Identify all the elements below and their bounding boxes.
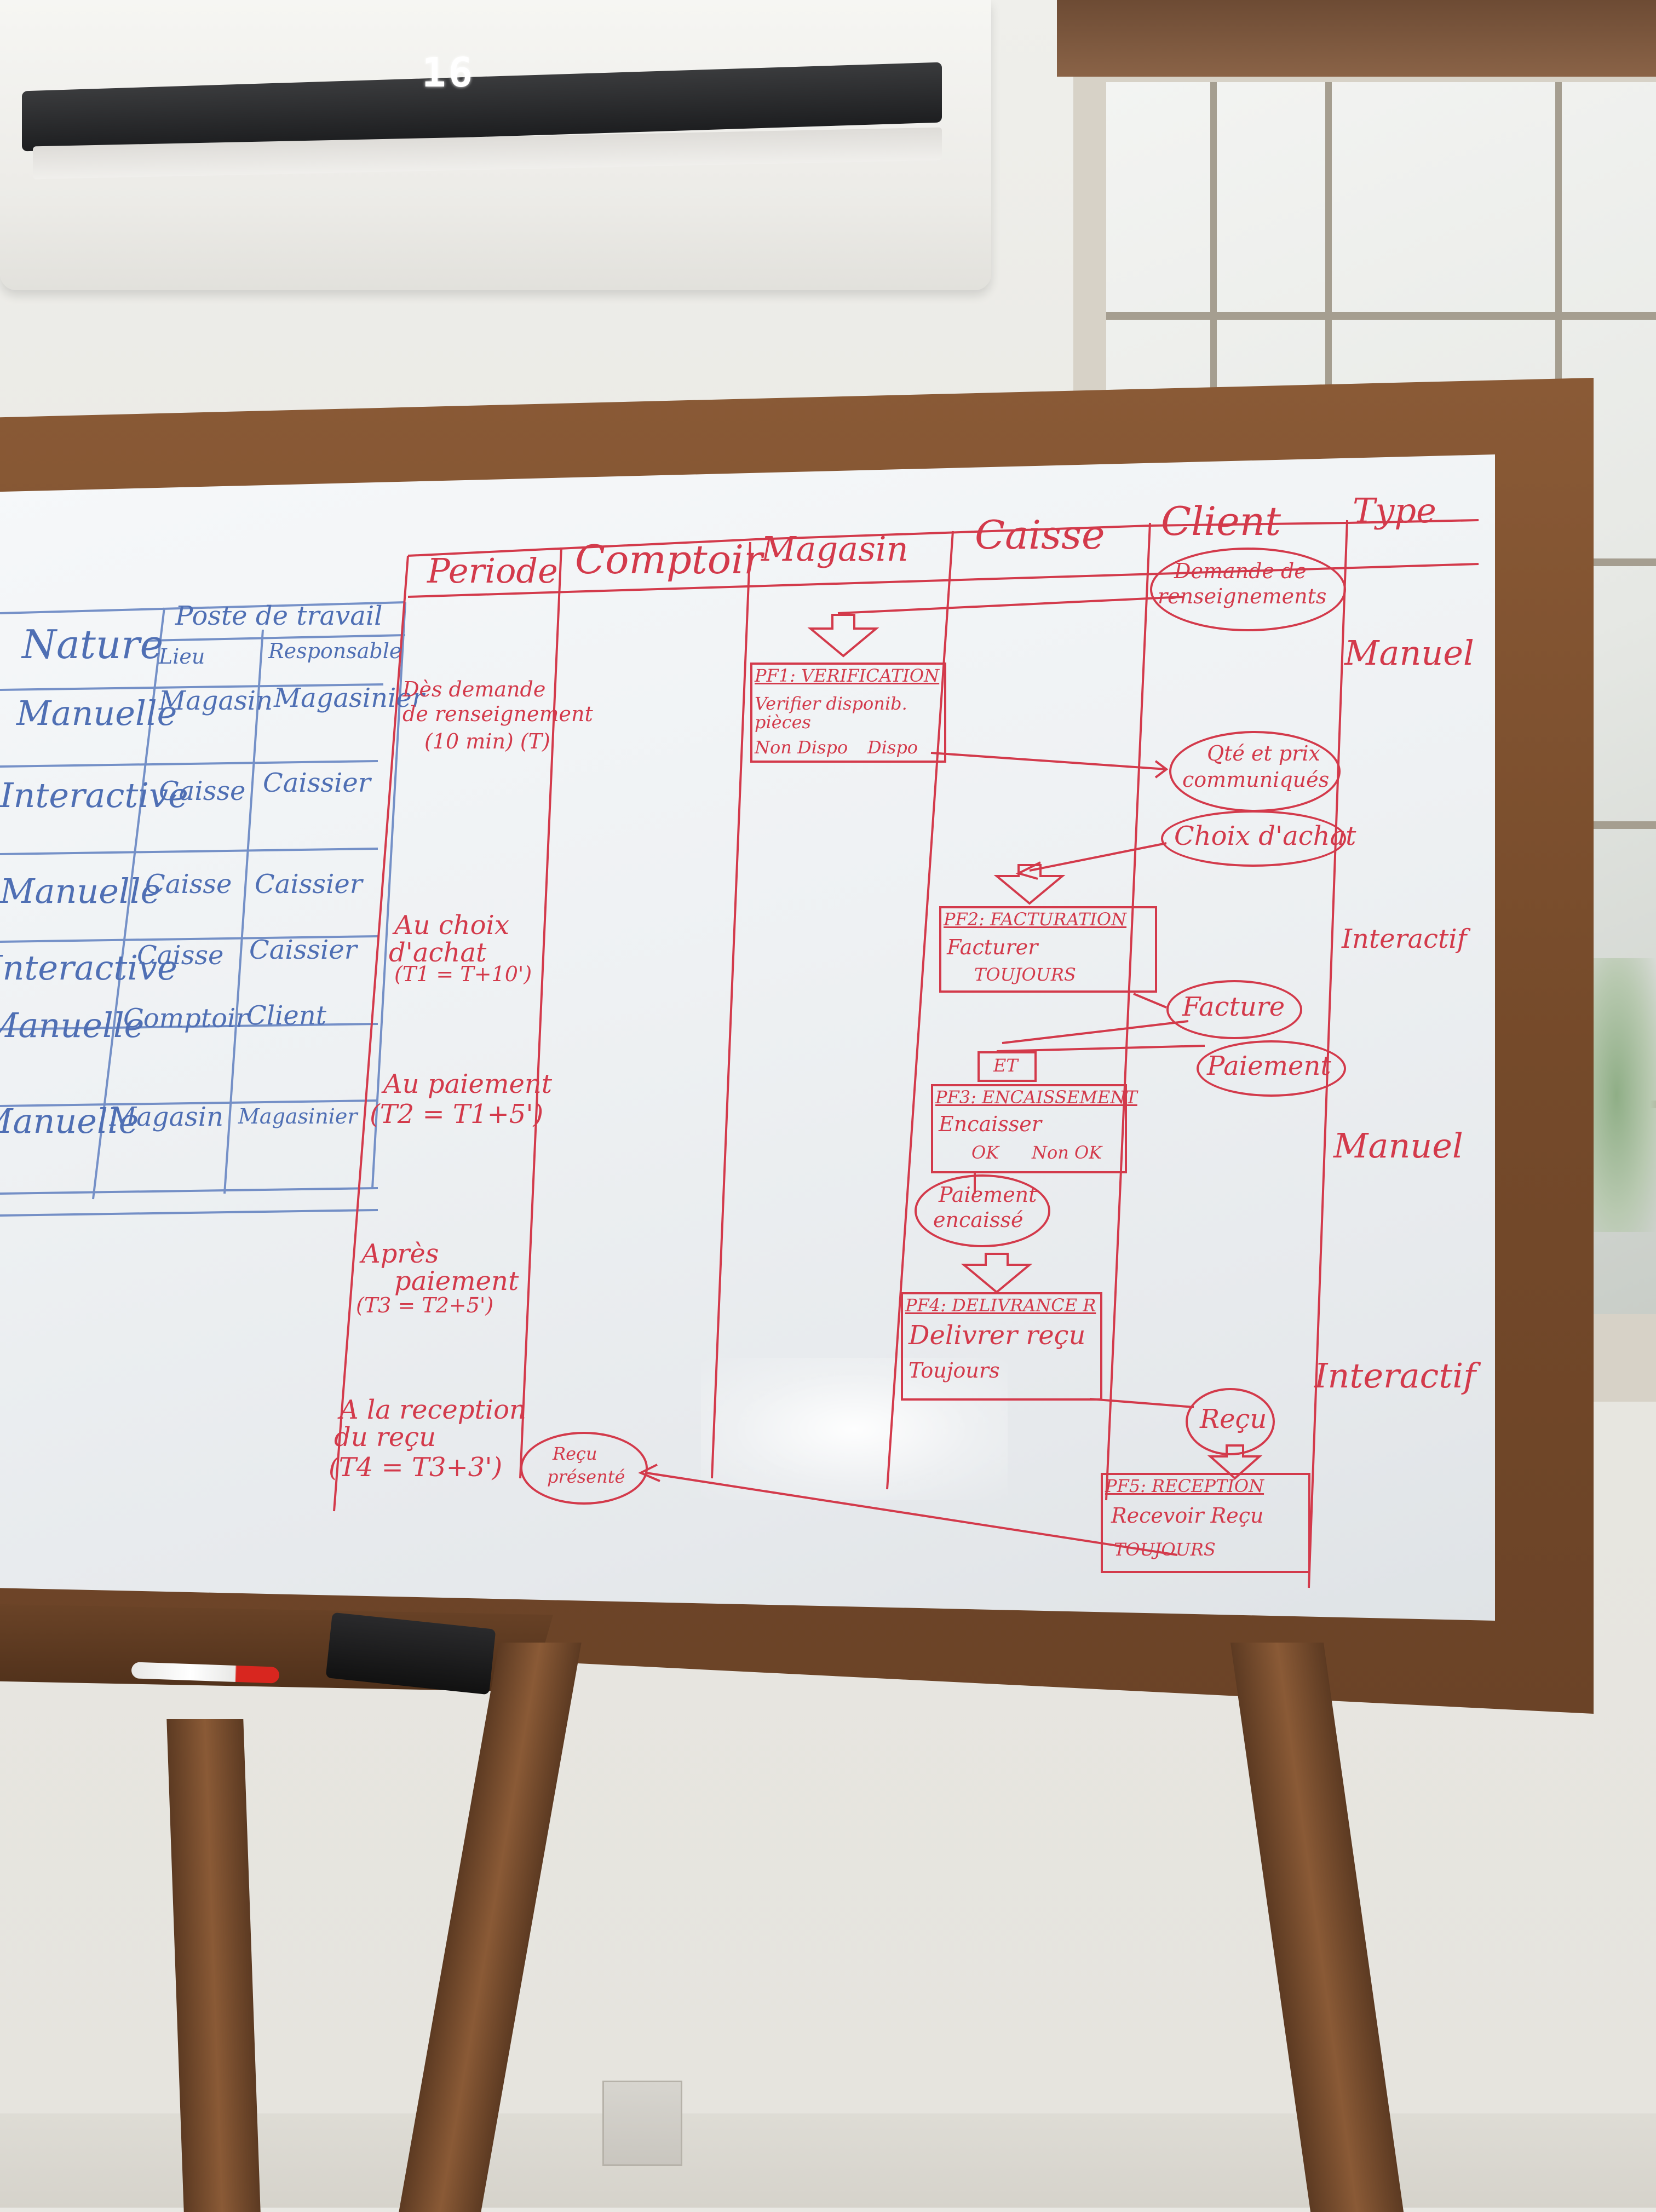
- process-title: PF3: ENCAISSEMENT: [935, 1087, 1137, 1108]
- event-line: présenté: [547, 1466, 625, 1487]
- row-nature: Manuelle: [0, 871, 161, 911]
- row-responsable: Caissier: [263, 768, 371, 798]
- row-nature: Manuelle: [0, 1101, 139, 1141]
- event-line: communiqués: [1182, 768, 1330, 792]
- row-lieu: Caisse: [159, 776, 246, 807]
- table-header-lieu: Lieu: [159, 644, 205, 669]
- process-title: PF1: VERIFICATION: [755, 665, 940, 686]
- event-qte-prix-communiques: Qté et prix communiqués: [1169, 731, 1341, 812]
- process-title: PF5: RECEPTION: [1105, 1476, 1264, 1496]
- event-label: Choix d'achat: [1174, 821, 1356, 851]
- row-responsable: Magasinier: [274, 683, 424, 713]
- period-line: (10 min) (T): [424, 729, 550, 753]
- row-lieu: Magasin: [159, 686, 273, 716]
- process-pf2-facturation: PF2: FACTURATION Facturer TOUJOURS: [939, 906, 1157, 993]
- event-line: renseignements: [1158, 584, 1327, 608]
- event-label: Reçu: [1200, 1404, 1267, 1435]
- table-header-responsable: Responsable: [268, 639, 402, 663]
- event-paiement: Paiement: [1197, 1040, 1346, 1097]
- column-header-magasin: Magasin: [761, 529, 909, 569]
- row-nature: Manuelle: [0, 1005, 145, 1045]
- period-line: paiement: [394, 1266, 519, 1297]
- period-line: (T3 = T2+5'): [356, 1293, 494, 1317]
- process-action: Encaisser: [939, 1112, 1042, 1136]
- process-pf5-reception: PF5: RECEPTION Recevoir Reçu TOUJOURS: [1101, 1473, 1310, 1573]
- row-responsable: Caissier: [255, 869, 363, 900]
- window-lintel: [1057, 0, 1656, 77]
- et-label: ET: [993, 1055, 1018, 1076]
- process-rule: Toujours: [909, 1358, 1000, 1382]
- event-line: Paiement: [939, 1183, 1037, 1207]
- row-responsable: Caissier: [249, 935, 357, 965]
- process-pf4-delivrance: PF4: DELIVRANCE R Delivrer reçu Toujours: [901, 1292, 1102, 1401]
- row-nature: Interactive: [0, 948, 177, 988]
- period-line: Au paiement: [383, 1069, 553, 1099]
- process-pf3-encaissement: PF3: ENCAISSEMENT Encaisser OK Non OK: [931, 1084, 1137, 1173]
- type-label: Manuel: [1333, 1126, 1463, 1166]
- row-lieu: Comptoir: [123, 1003, 249, 1034]
- row-lieu: Caisse: [137, 940, 224, 971]
- row-responsable: Magasinier: [238, 1104, 358, 1128]
- period-line: de renseignement: [403, 702, 593, 726]
- event-line: Reçu: [553, 1443, 597, 1464]
- event-line: Qté et prix: [1207, 741, 1320, 765]
- period-line: (T1 = T+10'): [394, 962, 532, 986]
- row-responsable: Client: [246, 1000, 327, 1031]
- event-line: Demande de: [1174, 559, 1307, 583]
- ac-temperature-display: 16: [422, 49, 475, 96]
- process-pf1-verification: PF1: VERIFICATION Verifier disponib. piè…: [750, 663, 946, 763]
- process-output-left: OK: [971, 1142, 999, 1163]
- period-line: (T2 = T1+5'): [370, 1099, 544, 1130]
- process-action: Facturer: [947, 935, 1038, 959]
- process-title: PF2: FACTURATION: [944, 909, 1127, 930]
- event-facture: Facture: [1166, 980, 1302, 1039]
- event-label: Facture: [1182, 992, 1285, 1022]
- wall-outlet: [602, 2081, 682, 2166]
- type-label: Manuel: [1344, 633, 1474, 673]
- event-choix-achat: Choix d'achat: [1161, 810, 1356, 867]
- process-action: Recevoir Reçu: [1111, 1504, 1264, 1528]
- row-nature: Manuelle: [16, 693, 177, 733]
- period-line: du reçu: [334, 1422, 436, 1453]
- type-label: Interactif: [1342, 924, 1467, 954]
- event-paiement-encaisse: Paiement encaissé: [915, 1174, 1050, 1247]
- period-line: d'achat: [389, 937, 487, 968]
- process-output-right: Non OK: [1032, 1142, 1102, 1163]
- row-nature: Interactive: [0, 775, 188, 815]
- type-label: Interactif: [1314, 1356, 1476, 1396]
- process-rule: TOUJOURS: [974, 964, 1076, 985]
- period-line: (T4 = T3+3'): [329, 1452, 503, 1483]
- event-line: encaissé: [933, 1208, 1024, 1232]
- column-header-periode: Periode: [427, 551, 558, 591]
- event-recu: Reçu: [1186, 1388, 1275, 1455]
- process-output-left: Non Dispo: [755, 737, 848, 758]
- process-output-right: Dispo: [867, 737, 918, 758]
- air-conditioner: 16: [0, 0, 991, 290]
- period-line: Dès demande: [403, 677, 546, 701]
- row-lieu: Magasin: [110, 1102, 224, 1132]
- row-lieu: Caisse: [145, 869, 232, 900]
- event-recu-presente: Reçu présenté: [520, 1432, 648, 1505]
- column-header-caisse: Caisse: [975, 512, 1105, 558]
- period-line: A la reception: [340, 1395, 526, 1425]
- column-header-comptoir: Comptoir: [575, 537, 763, 583]
- column-header-client: Client: [1161, 498, 1281, 544]
- et-synchronisation: ET: [978, 1051, 1037, 1082]
- process-action: Delivrer reçu: [909, 1320, 1086, 1351]
- event-label: Paiement: [1207, 1051, 1331, 1081]
- column-header-type: Type: [1353, 491, 1436, 531]
- table-header-poste: Poste de travail: [175, 601, 383, 631]
- period-line: Au choix: [394, 910, 509, 941]
- process-rule: TOUJOURS: [1114, 1539, 1216, 1560]
- period-line: Après: [361, 1239, 439, 1269]
- table-header-nature: Nature: [22, 621, 164, 667]
- process-title: PF4: DELIVRANCE R: [905, 1295, 1096, 1316]
- process-action: Verifier disponib. pièces: [755, 693, 907, 733]
- event-demande-renseignements: Demande de renseignements: [1150, 548, 1346, 631]
